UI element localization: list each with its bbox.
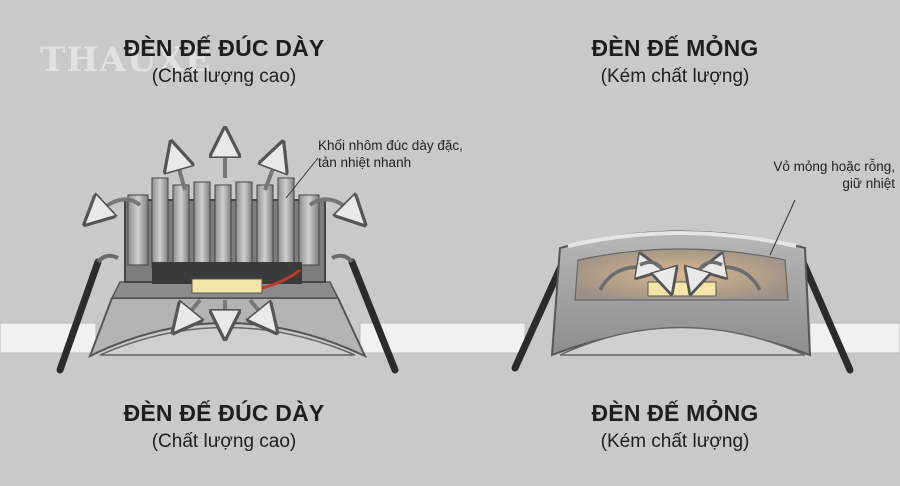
heading-thin-top: ĐÈN ĐẾ MỎNG (Kém chất lượng)	[525, 35, 825, 88]
watermark-logo: THAUXE	[40, 40, 212, 80]
heading-subtitle: (Kém chất lượng)	[600, 66, 750, 87]
note-line: tản nhiệt nhanh	[318, 155, 412, 170]
note-line: giữ nhiệt	[842, 176, 895, 191]
ceiling-slab	[0, 322, 900, 354]
heading-thin-bottom: ĐÈN ĐẾ MỎNG (Kém chất lượng)	[525, 400, 825, 453]
note-thick-body: Khối nhôm đúc dày đặc, tản nhiệt nhanh	[318, 137, 518, 171]
thick-cast-downlight	[56, 142, 399, 374]
heading-title: ĐÈN ĐẾ ĐÚC DÀY	[123, 35, 325, 61]
heading-title: ĐÈN ĐẾ ĐÚC DÀY	[123, 400, 325, 426]
trapped-heat-arrows	[598, 262, 762, 290]
led-chip	[647, 281, 717, 297]
heading-thick-bottom: ĐÈN ĐẾ ĐÚC DÀY (Chất lượng cao)	[74, 400, 374, 453]
heat-sink-fins	[127, 177, 320, 269]
led-chip	[191, 278, 263, 294]
note-thin-body: Vỏ mỏng hoặc rỗng, giữ nhiệt	[725, 158, 895, 192]
thin-shell-downlight	[511, 199, 854, 374]
heading-title: ĐÈN ĐẾ MỎNG	[591, 35, 759, 61]
heading-subtitle: (Chất lượng cao)	[151, 66, 297, 87]
heading-subtitle: (Kém chất lượng)	[600, 431, 750, 452]
heading-subtitle: (Chất lượng cao)	[151, 431, 297, 452]
note-line: Khối nhôm đúc dày đặc,	[318, 138, 463, 153]
note-line: Vỏ mỏng hoặc rỗng,	[773, 159, 895, 174]
heading-title: ĐÈN ĐẾ MỎNG	[591, 400, 759, 426]
heading-thick-top: ĐÈN ĐẾ ĐÚC DÀY (Chất lượng cao)	[74, 35, 374, 88]
heat-flow-arrows	[95, 142, 355, 325]
